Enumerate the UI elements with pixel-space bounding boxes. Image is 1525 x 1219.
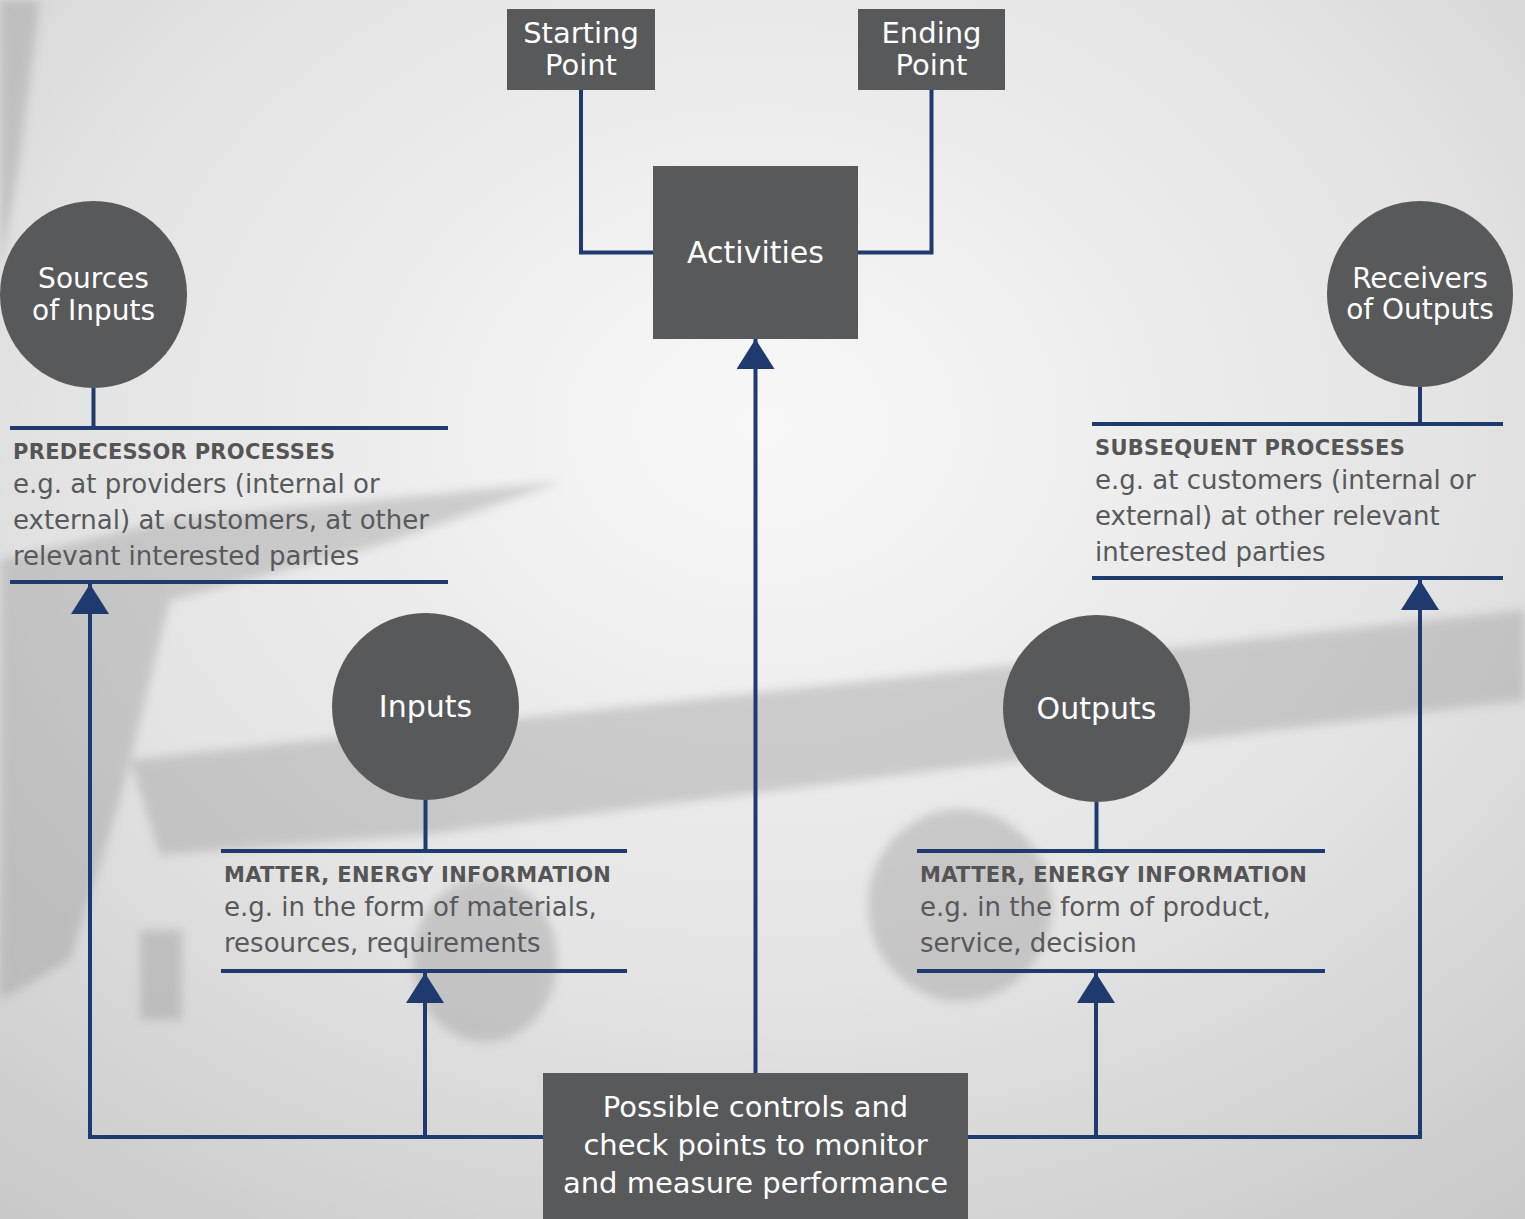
- connector: [90, 584, 543, 1137]
- landing-gear: [140, 930, 182, 1020]
- node-label: Possible controls and check points to mo…: [559, 1089, 953, 1202]
- circle-shape: [1327, 201, 1513, 387]
- node-label: Receivers of Outputs: [1340, 263, 1500, 326]
- process-band: SUBSEQUENT PROCESSESe.g. at customers (i…: [1092, 422, 1503, 580]
- band-heading: PREDECESSOR PROCESSES: [13, 438, 448, 466]
- band-text: e.g. at providers (internal or external)…: [13, 466, 448, 574]
- process-box: Ending Point: [858, 9, 1005, 90]
- node-label: Starting Point: [519, 17, 643, 82]
- connector: [425, 973, 543, 1137]
- connector: [424, 800, 428, 849]
- node-label: Sources of Inputs: [24, 263, 164, 326]
- circle-shape: [0, 201, 187, 388]
- circle-node: Receivers of Outputs: [1327, 201, 1513, 387]
- node-label: Inputs: [379, 690, 472, 724]
- circle-node: Outputs: [1003, 615, 1190, 802]
- process-box: Activities: [653, 166, 858, 339]
- connector: [1095, 802, 1099, 849]
- band-text: e.g. in the form of product, service, de…: [920, 889, 1325, 961]
- connector: [1418, 387, 1422, 422]
- circle-shape: [1003, 615, 1190, 802]
- connectors: [90, 90, 1420, 1137]
- process-band: MATTER, ENERGY INFORMATIONe.g. in the fo…: [917, 849, 1325, 973]
- circle-node: Inputs: [332, 613, 519, 800]
- band-text: e.g. at customers (internal or external)…: [1095, 462, 1503, 570]
- connector: [581, 90, 653, 253]
- process-box: Possible controls and check points to mo…: [543, 1073, 968, 1219]
- connector: [968, 973, 1096, 1137]
- band-heading: SUBSEQUENT PROCESSES: [1095, 434, 1503, 462]
- band-text: e.g. in the form of materials, resources…: [224, 889, 627, 961]
- process-box: Starting Point: [507, 9, 655, 90]
- band-heading: MATTER, ENERGY INFORMATION: [224, 861, 627, 889]
- airplane-silhouette: [0, 0, 1525, 1042]
- node-label: Activities: [687, 236, 824, 270]
- connector: [92, 388, 96, 426]
- connector: [968, 580, 1420, 1137]
- node-label: Outputs: [1037, 692, 1157, 726]
- connector: [858, 90, 932, 253]
- band-heading: MATTER, ENERGY INFORMATION: [920, 861, 1325, 889]
- process-band: PREDECESSOR PROCESSESe.g. at providers (…: [10, 426, 448, 584]
- wing: [130, 610, 1525, 855]
- circle-node: Sources of Inputs: [0, 201, 187, 388]
- circle-shape: [332, 613, 519, 800]
- connector: [754, 339, 758, 1073]
- node-label: Ending Point: [870, 17, 993, 82]
- process-band: MATTER, ENERGY INFORMATIONe.g. in the fo…: [221, 849, 627, 973]
